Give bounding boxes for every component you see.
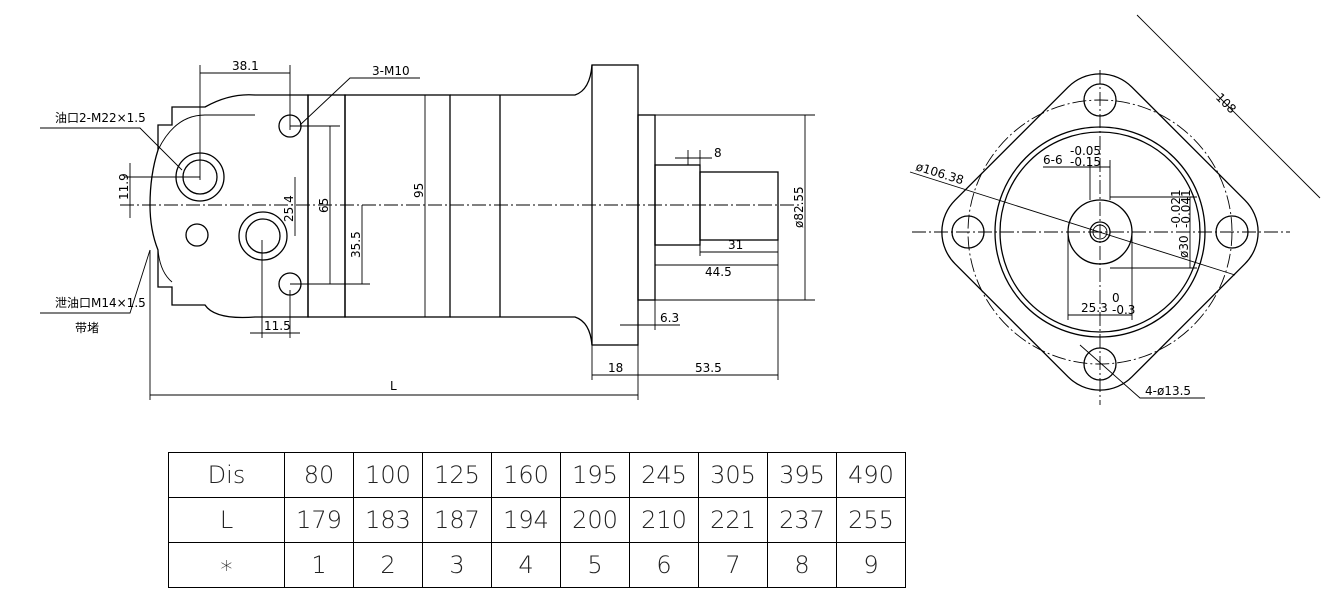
dim-31: 31 xyxy=(728,238,743,252)
side-view: 38.1 3-M10 油口2-M22×1.5 泄油口M14×1.5 带堵 11.… xyxy=(40,59,815,400)
bolt-hole xyxy=(951,215,985,249)
label-drain: 泄油口M14×1.5 xyxy=(55,296,146,310)
bolt-hole xyxy=(1215,215,1249,249)
dim-35-5: 35.5 xyxy=(349,231,363,258)
label-note: 带堵 xyxy=(75,321,99,335)
dim-44-5: 44.5 xyxy=(705,265,732,279)
table-cell: 183 xyxy=(353,497,423,543)
table-cell: 237 xyxy=(767,497,837,543)
dim-82-55: ø82.55 xyxy=(792,186,806,228)
table-cell: 194 xyxy=(491,497,561,543)
dim-65: 65 xyxy=(317,198,331,213)
tol: -0.021 xyxy=(1169,189,1183,228)
row-header: L xyxy=(168,497,285,543)
tol: -0.05 xyxy=(1070,144,1101,158)
dim-18: 18 xyxy=(608,361,623,375)
table-cell: 125 xyxy=(422,452,492,498)
mounting-flange xyxy=(941,73,1259,391)
dim-30: ø30 xyxy=(1177,235,1191,258)
dim-6-3: 6.3 xyxy=(660,311,679,325)
table-cell: 160 xyxy=(491,452,561,498)
motor-body xyxy=(344,94,451,318)
table-cell: 4 xyxy=(491,542,561,588)
table-cell: 7 xyxy=(698,542,768,588)
table-cell: 195 xyxy=(560,452,630,498)
table-cell: 245 xyxy=(629,452,699,498)
dim-53-5: 53.5 xyxy=(695,361,722,375)
table-cell: 80 xyxy=(284,452,354,498)
table-cell: 395 xyxy=(767,452,837,498)
dim-95: 95 xyxy=(412,183,426,198)
label-port: 油口2-M22×1.5 xyxy=(55,111,146,125)
dim-25-3: 25.3 xyxy=(1081,301,1108,315)
row-header: ∗ xyxy=(168,542,285,588)
dim-38-1: 38.1 xyxy=(232,59,259,73)
table-cell: 221 xyxy=(698,497,768,543)
dim-106-38: ø106.38 xyxy=(914,159,965,187)
dim-L: L xyxy=(390,379,397,393)
table-cell: 255 xyxy=(836,497,906,543)
tol: 0 xyxy=(1112,291,1120,305)
row-header: Dis xyxy=(168,452,285,498)
table-cell: 100 xyxy=(353,452,423,498)
table-cell: 187 xyxy=(422,497,492,543)
dim-108: 108 xyxy=(1213,90,1239,116)
front-view: 108 ø106.38 6-6 -0.05 -0.15 ø30 -0.021 -… xyxy=(909,14,1321,405)
dim-4-holes: 4-ø13.5 xyxy=(1145,384,1191,398)
bolt-hole xyxy=(1083,83,1117,117)
port-block xyxy=(149,94,309,319)
table-cell: 305 xyxy=(698,452,768,498)
table-cell: 6 xyxy=(629,542,699,588)
dim-11-9: 11.9 xyxy=(117,173,131,200)
bolt-hole xyxy=(1083,347,1117,381)
tol: -0.3 xyxy=(1112,303,1135,317)
tol: -0.15 xyxy=(1070,155,1101,169)
dim-25-4: 25.4 xyxy=(282,195,296,222)
table-cell: 179 xyxy=(284,497,354,543)
table-cell: 2 xyxy=(353,542,423,588)
table-cell: 210 xyxy=(629,497,699,543)
table-cell: 8 xyxy=(767,542,837,588)
dim-3-m10: 3-M10 xyxy=(372,64,410,78)
table-cell: 200 xyxy=(560,497,630,543)
table-cell: 490 xyxy=(836,452,906,498)
dim-6-6: 6-6 xyxy=(1043,153,1063,167)
tol: -0.041 xyxy=(1179,189,1193,228)
table-cell: 1 xyxy=(284,542,354,588)
dim-11-5: 11.5 xyxy=(264,319,291,333)
table-cell: 9 xyxy=(836,542,906,588)
table-cell: 3 xyxy=(422,542,492,588)
table-cell: 5 xyxy=(560,542,630,588)
dim-8: 8 xyxy=(714,146,722,160)
